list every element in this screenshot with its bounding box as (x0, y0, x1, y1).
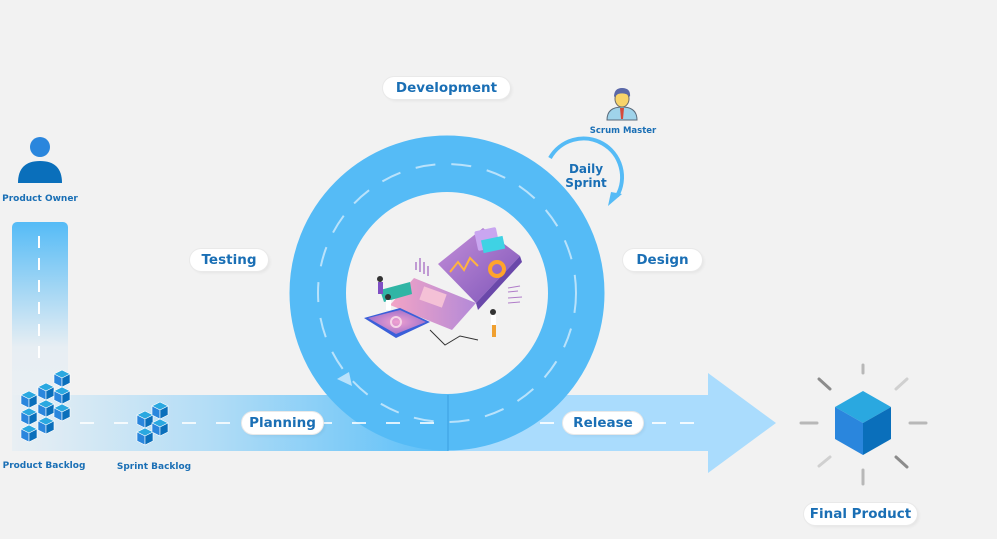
phase-design: Design (623, 249, 702, 271)
sprint-cycle-dashes (317, 163, 577, 423)
final-product-rays (799, 363, 928, 486)
product-owner-icon (18, 137, 62, 183)
phase-release: Release (563, 412, 643, 434)
phase-development: Development (383, 77, 510, 99)
phase-planning: Planning (242, 412, 323, 434)
daily-sprint-line2: Sprint (565, 176, 607, 190)
laptop-illustration (364, 227, 523, 346)
product-owner-label: Product Owner (2, 194, 78, 204)
sprint-backlog-label: Sprint Backlog (116, 462, 192, 472)
daily-sprint-line1: Daily (568, 162, 604, 176)
product-backlog-label: Product Backlog (2, 461, 86, 471)
phase-testing: Testing (190, 249, 268, 271)
daily-sprint-loop (548, 136, 625, 197)
cycle-direction-arrow (337, 372, 352, 386)
scrum-master-label: Scrum Master (589, 126, 657, 136)
daily-sprint-arrowhead (608, 192, 622, 206)
final-product-label: Final Product (804, 503, 917, 525)
scrum-master-icon (606, 88, 638, 121)
daily-sprint-label: Daily Sprint (560, 162, 612, 190)
final-product-cube-icon (835, 391, 891, 455)
